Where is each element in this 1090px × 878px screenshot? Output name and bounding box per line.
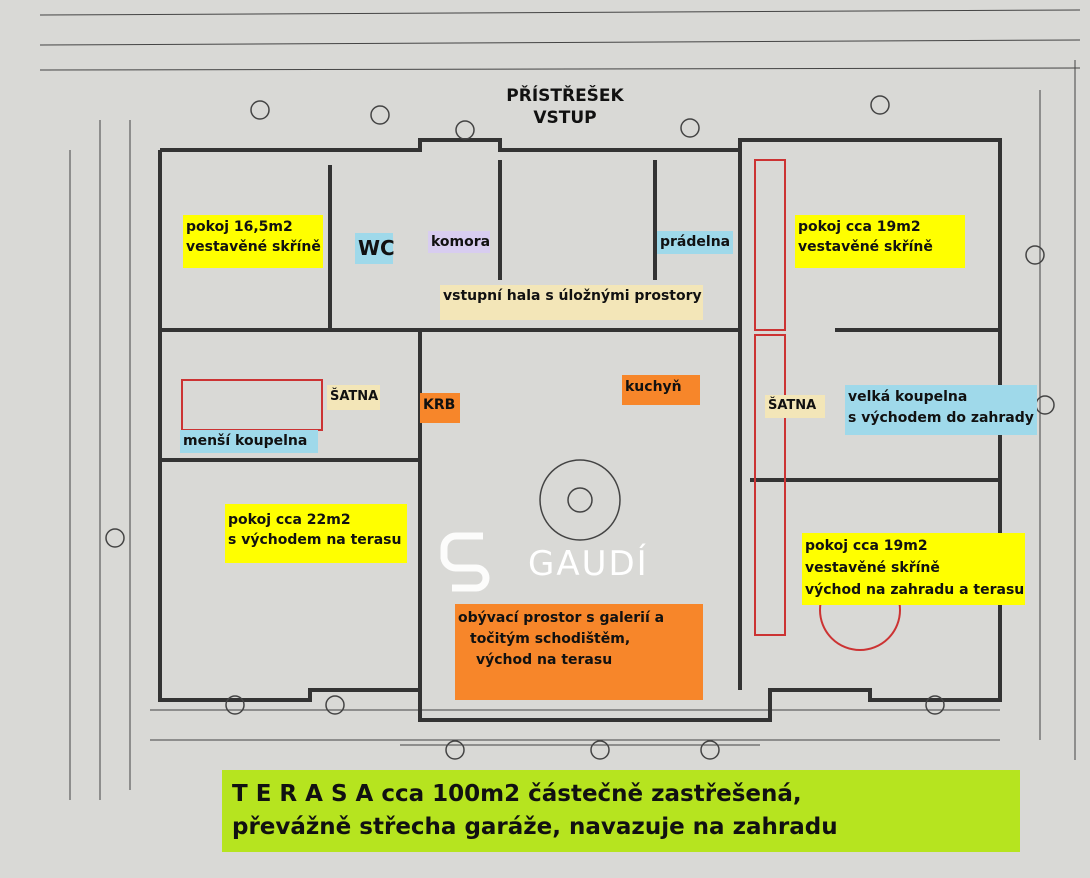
room-left-bottom-line2: s východem na terasu [228,532,402,548]
room-right-bottom-line2: vestavěné skříně [805,560,940,576]
living-line3: východ na terasu [476,652,613,668]
room-left-bottom-line1: pokoj cca 22m2 [228,512,351,528]
room-right-top-line2: vestavěné skříně [798,239,933,255]
room-left-bottom-label: pokoj cca 22m2 s východem na terasu [225,504,407,563]
room-right-bottom-line1: pokoj cca 19m2 [805,538,928,554]
kitchen-label: kuchyň [622,375,700,405]
room-left-top-line2: vestavěné skříně [186,239,321,255]
room-right-bottom-label: pokoj cca 19m2 vestavěné skříně východ n… [802,533,1025,605]
big-bathroom-line1: velká koupelna [848,389,968,405]
wardrobe-left-label: ŠATNA [327,385,380,410]
komora-label: komora [428,231,490,253]
hall-label: vstupní hala s úložnými prostory [440,285,703,320]
pradelna-label: prádelna [657,231,733,254]
watermark-text: GAUDÍ [528,544,649,584]
room-right-top-label: pokoj cca 19m2 vestavěné skříně [795,215,965,268]
gaudi-watermark: GAUDÍ [438,530,698,602]
big-bathroom-line2: s východem do zahrady [848,410,1034,426]
living-line2: točitým schodištěm, [470,631,631,647]
title-line1: PŘÍSTŘEŠEK [506,86,624,106]
fireplace-label: KRB [420,393,460,423]
wc-label: WC [355,233,395,264]
terrace-line2: převážně střecha garáže, navazuje na zah… [232,814,838,840]
room-right-top-line1: pokoj cca 19m2 [798,219,921,235]
wardrobe-right-label: ŠATNA [765,395,825,418]
entrance-canopy-title: PŘÍSTŘEŠEK VSTUP [500,85,630,129]
room-left-top-label: pokoj 16,5m2 vestavěné skříně [183,215,323,268]
title-line2: VSTUP [533,108,597,128]
terrace-label: T E R A S A cca 100m2 částečně zastřešen… [222,770,1020,852]
terrace-line1: T E R A S A cca 100m2 částečně zastřešen… [232,781,802,807]
room-right-bottom-line3: východ na zahradu a terasu [805,582,1025,598]
gaudi-logo-icon [440,532,490,592]
living-line1: obývací prostor s galerií a [458,610,665,626]
big-bathroom-label: velká koupelna s východem do zahrady [845,385,1037,435]
small-bathroom-label: menší koupelna [180,430,318,453]
room-left-top-line1: pokoj 16,5m2 [186,219,293,235]
living-room-label: obývací prostor s galerií a točitým scho… [455,604,703,700]
